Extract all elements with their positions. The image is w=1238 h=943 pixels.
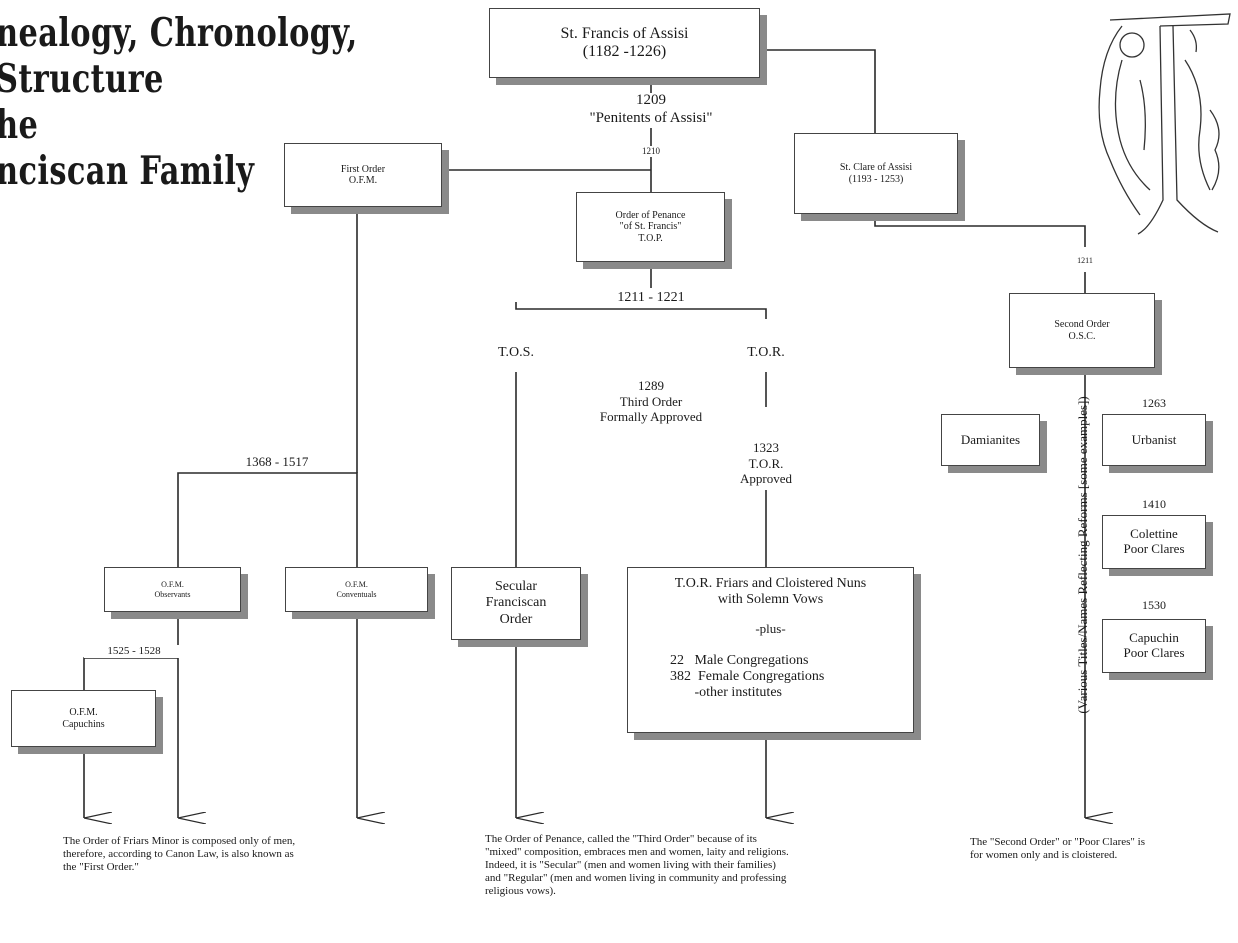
node-damianites[interactable]: Damianites (941, 414, 1040, 466)
label-1368-1517: 1368 - 1517 (245, 454, 309, 469)
node-urbanist-label: Urbanist (1131, 431, 1177, 447)
title-line-4: nciscan Family (0, 148, 255, 194)
label-1210: 1210 (626, 146, 676, 157)
label-tor: T.O.R. (726, 345, 806, 362)
note-second-order-line1: The "Second Order" or "Poor Clares" is (970, 836, 1145, 848)
node-secular-line2: Franciscan (485, 595, 547, 611)
note-third-order-line2: "mixed" composition, embraces men and wo… (485, 846, 789, 858)
label-tos: T.O.S. (476, 345, 556, 362)
node-colettine-line2: Poor Clares (1123, 541, 1185, 556)
label-1323-year: 1323 (753, 440, 779, 455)
node-second-order-line2: O.S.C. (1068, 330, 1096, 342)
node-clare-name: St. Clare of Assisi (839, 162, 913, 173)
label-1263: 1263 (1142, 396, 1166, 410)
node-clare[interactable]: St. Clare of Assisi (1193 - 1253) (794, 133, 958, 214)
label-formally-approved: Formally Approved (599, 409, 703, 425)
label-1211-1221: 1211 - 1221 (591, 290, 711, 307)
diagram-title: nealogy, Chronology, Structure he ncisca… (0, 10, 358, 194)
line-1368-split (177, 472, 358, 567)
node-colettine-line1: Colettine (1130, 526, 1178, 542)
node-second-order-line1: Second Order (1054, 319, 1110, 330)
label-1209: 1209 "Penitents of Assisi" (551, 91, 751, 127)
node-observants-line1: O.F.M. (161, 580, 184, 590)
label-1211: 1211 (1065, 256, 1105, 266)
note-third-order-line4: and "Regular" (men and women living in c… (485, 872, 787, 884)
label-1410: 1410 (1142, 497, 1166, 511)
label-tor-approved-2: Approved (740, 471, 792, 487)
node-penance-line3: T.O.P. (638, 232, 663, 244)
node-penance-line2: "of St. Francis" (619, 221, 682, 233)
node-urbanist[interactable]: Urbanist (1102, 414, 1206, 466)
note-first-order-line2: therefore, according to Canon Law, is al… (63, 848, 294, 860)
label-1289-year: 1289 (638, 378, 664, 393)
label-1323: 1323 T.O.R. Approved (716, 440, 816, 487)
note-third-order-line3: Indeed, it is "Secular" (men and women l… (485, 859, 776, 871)
title-line-1: nealogy, Chronology, (0, 10, 358, 56)
node-capuchins-line1: O.F.M. (69, 707, 98, 718)
node-tor-friars-line2: with Solemn Vows (717, 592, 824, 608)
note-third-order-line1: The Order of Penance, called the "Third … (485, 833, 757, 845)
node-tor-friars-male: 22 Male Congregations (670, 653, 809, 669)
node-first-order-line1: First Order (340, 163, 386, 175)
node-conventuals[interactable]: O.F.M. Conventuals (285, 567, 428, 612)
node-conventuals-line1: O.F.M. (345, 580, 368, 590)
node-tor-friars-plus: -plus- (755, 621, 786, 637)
node-secular[interactable]: Secular Franciscan Order (451, 567, 581, 640)
node-observants[interactable]: O.F.M. Observants (104, 567, 241, 612)
line-1211-split (515, 302, 767, 319)
label-1530: 1530 (1142, 598, 1166, 612)
node-clare-dates: (1193 - 1253) (848, 173, 904, 185)
note-second-order: The "Second Order" or "Poor Clares" is f… (970, 836, 1145, 862)
node-tor-friars[interactable]: T.O.R. Friars and Cloistered Nuns with S… (627, 567, 914, 733)
node-colettine[interactable]: Colettine Poor Clares (1102, 515, 1206, 569)
node-tor-friars-line1: T.O.R. Friars and Cloistered Nuns (674, 576, 867, 591)
line-1525-split (83, 657, 178, 690)
node-observants-line2: Observants (154, 589, 191, 599)
node-tor-friars-female: 382 Female Congregations (670, 669, 825, 685)
label-third-order: Third Order (619, 393, 683, 409)
node-secular-line1: Secular (495, 579, 537, 595)
line-clare-down (874, 214, 1086, 247)
note-first-order-line3: the "First Order." (63, 861, 139, 873)
label-1289: 1289 Third Order Formally Approved (566, 378, 736, 425)
label-various-titles: (Various Titles/Names Reflecting Reforms… (1075, 396, 1090, 714)
note-first-order: The Order of Friars Minor is composed on… (63, 835, 295, 874)
label-tor-approved-1: T.O.R. (748, 455, 784, 471)
node-damianites-label: Damianites (960, 431, 1021, 447)
node-francis-dates: (1182 -1226) (582, 43, 667, 60)
node-capuchin-clares[interactable]: Capuchin Poor Clares (1102, 619, 1206, 673)
node-conventuals-line2: Conventuals (336, 589, 377, 599)
node-first-order-line2: O.F.M. (348, 175, 378, 186)
label-penitents: "Penitents of Assisi" (589, 110, 713, 126)
label-1209-year: 1209 (636, 92, 666, 108)
node-penance[interactable]: Order of Penance "of St. Francis" T.O.P. (576, 192, 725, 262)
node-first-order[interactable]: First Order O.F.M. (284, 143, 442, 207)
node-secular-line3: Order (499, 611, 533, 627)
node-francis-name: St. Francis of Assisi (560, 24, 689, 42)
node-francis[interactable]: St. Francis of Assisi (1182 -1226) (489, 8, 760, 78)
node-second-order[interactable]: Second Order O.S.C. (1009, 293, 1155, 368)
title-line-3: he (0, 102, 39, 148)
st-francis-sketch-icon (1098, 13, 1231, 235)
note-third-order-line5: religious vows). (485, 885, 556, 897)
line-francis-clare (760, 49, 876, 133)
node-capuchin-clares-line1: Capuchin (1129, 630, 1179, 646)
node-tor-friars-other: -other institutes (670, 685, 783, 701)
title-line-2: Structure (0, 56, 164, 102)
node-capuchin-clares-line2: Poor Clares (1123, 645, 1185, 660)
note-third-order: The Order of Penance, called the "Third … (485, 833, 789, 898)
note-second-order-line2: for women only and is cloistered. (970, 849, 1118, 861)
node-capuchins[interactable]: O.F.M. Capuchins (11, 690, 156, 747)
label-1525-1528: 1525 - 1528 (84, 645, 184, 659)
node-capuchins-line2: Capuchins (62, 718, 105, 730)
note-first-order-line1: The Order of Friars Minor is composed on… (63, 835, 296, 847)
node-penance-line1: Order of Penance (615, 209, 686, 221)
